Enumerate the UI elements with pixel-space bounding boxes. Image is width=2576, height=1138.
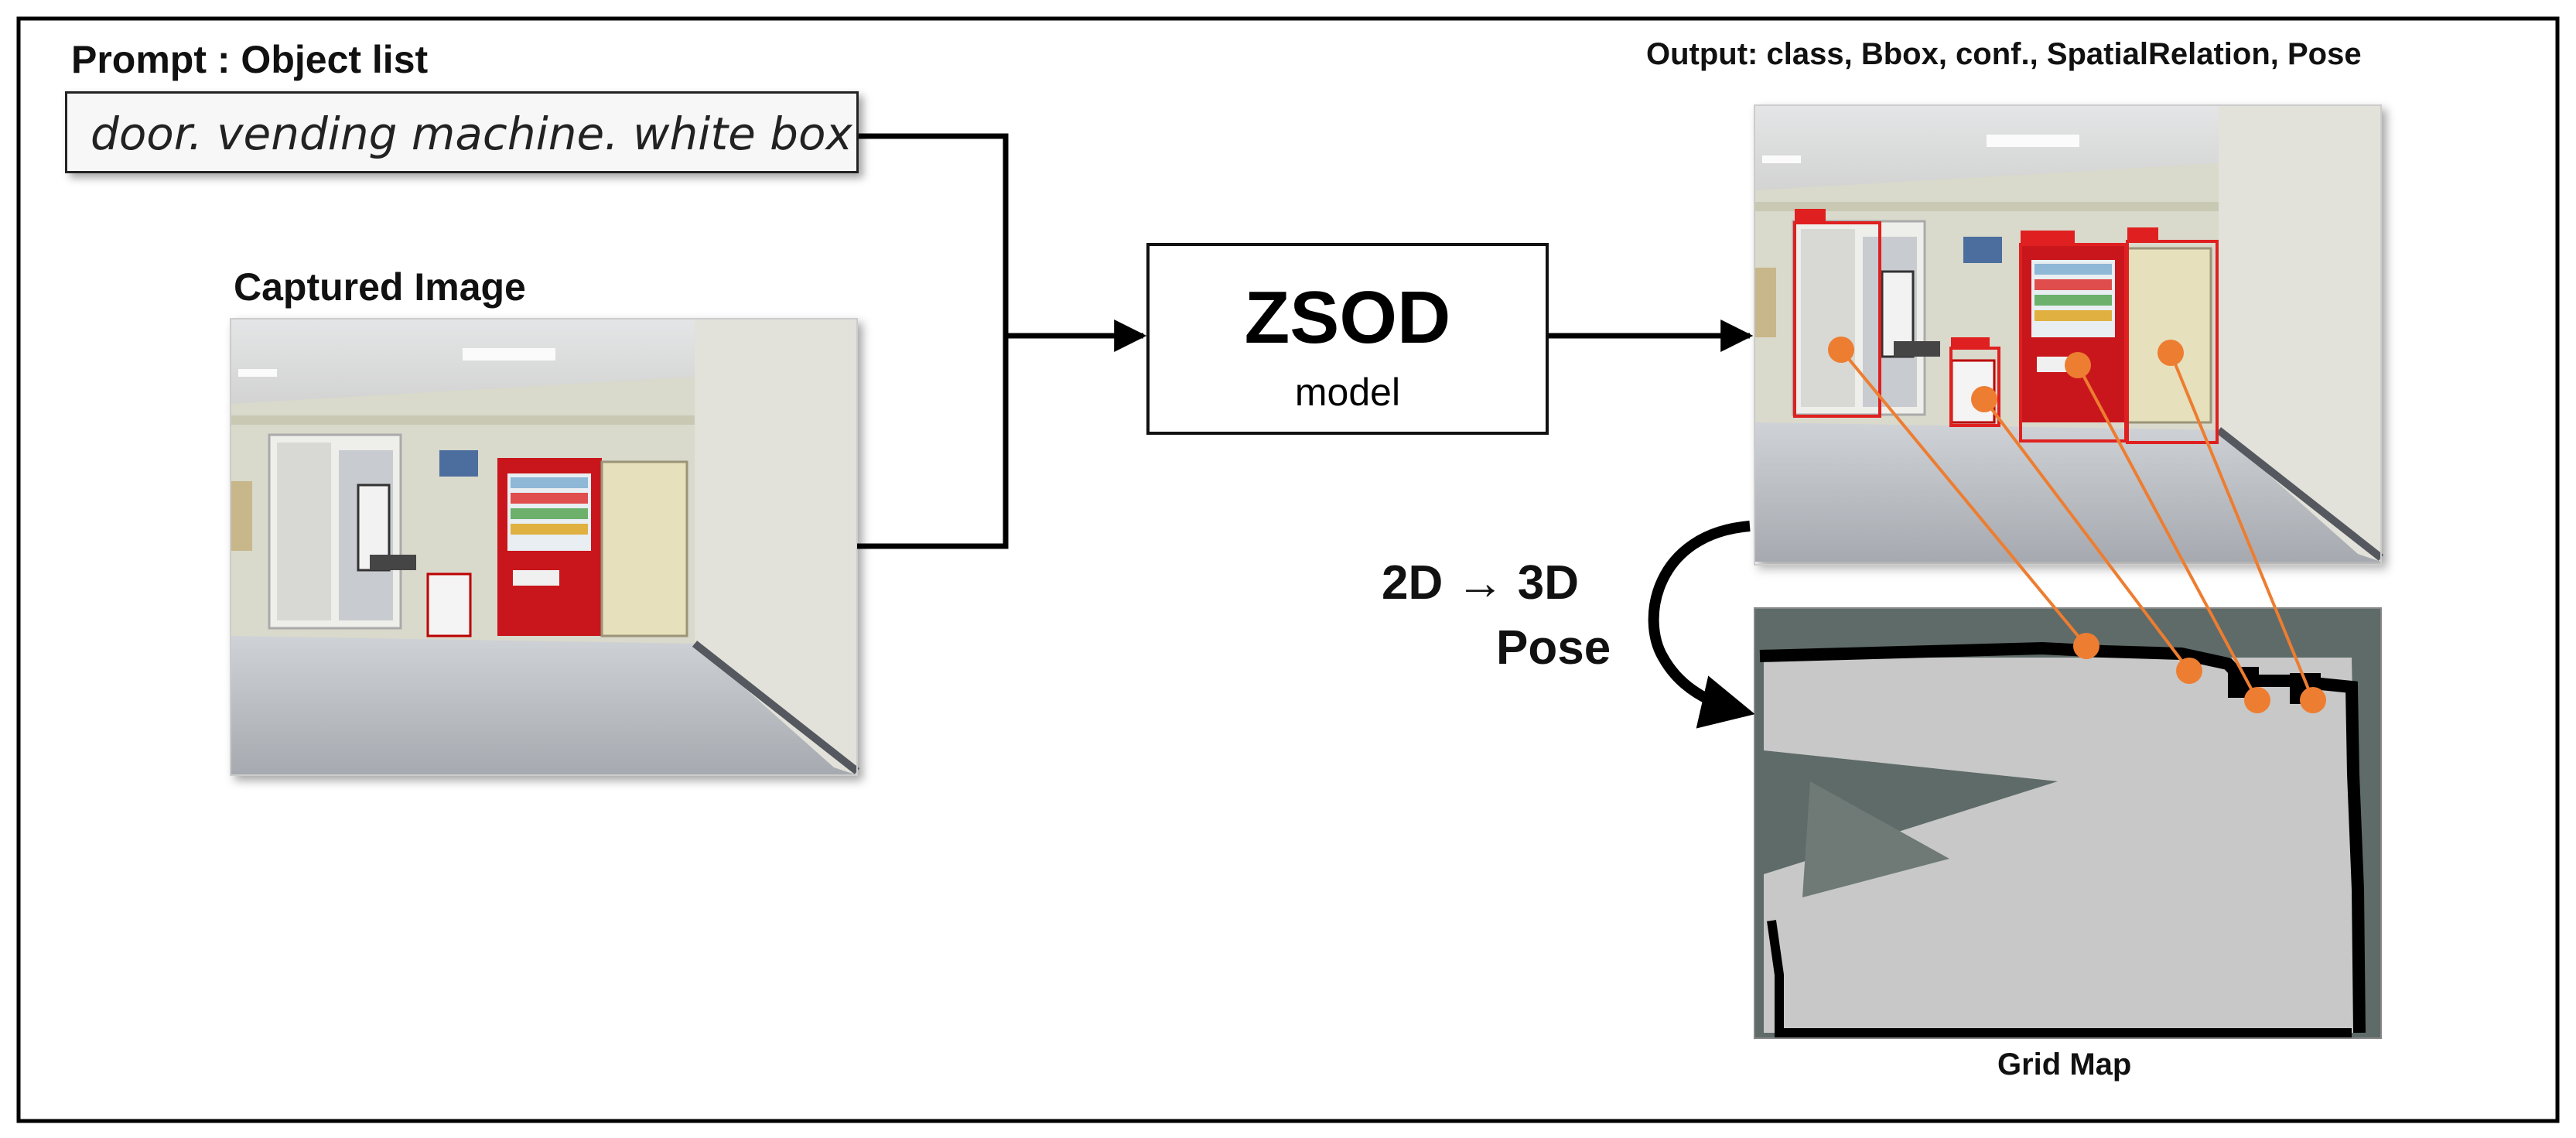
- model-title: ZSOD: [1244, 276, 1451, 359]
- detection-boxes: [1793, 221, 2219, 444]
- zsod-model-box: ZSOD model: [1146, 243, 1549, 435]
- captured-image-label: Captured Image: [234, 265, 526, 309]
- merge-connector: [857, 133, 1009, 549]
- bbox-door-left: [1793, 221, 1881, 418]
- output-annotated-image: [1754, 105, 2381, 566]
- orange-point: [1828, 337, 1854, 363]
- bbox-door-right: [2126, 240, 2219, 444]
- bbox-tag: [1795, 209, 1826, 221]
- orange-point: [2244, 687, 2270, 713]
- grid-map-label: Grid Map: [1997, 1047, 2132, 1082]
- orange-point: [2065, 352, 2091, 378]
- bbox-tag: [2021, 231, 2075, 243]
- model-subtitle: model: [1294, 371, 1401, 414]
- correspondence-line: [1983, 398, 2191, 672]
- bbox-tag: [1951, 337, 1990, 348]
- output-label: Output: class, Bbox, conf., SpatialRelat…: [1646, 37, 2362, 71]
- grid-map: [1754, 607, 2382, 1039]
- bbox-tag: [2127, 227, 2158, 240]
- detection-tags: [1795, 209, 2158, 348]
- correspondence-line: [1840, 348, 2088, 648]
- correspondence-lines: [1840, 348, 2315, 701]
- flow-connectors: [857, 133, 1754, 549]
- captured-image: [231, 319, 857, 775]
- object-points-map: [2073, 633, 2326, 713]
- conversion-label-line2: Pose: [1496, 621, 1611, 675]
- prompt-box: door. vending machine. white box: [65, 91, 859, 173]
- correspondence-line: [2076, 364, 2259, 701]
- orange-point: [1971, 386, 1997, 412]
- orange-point: [2157, 340, 2184, 366]
- object-points-image: [1828, 337, 2184, 412]
- orange-point: [2300, 687, 2326, 713]
- curved-arrow: [1648, 521, 1755, 729]
- orange-point: [2176, 658, 2202, 684]
- correspondence-line: [2169, 352, 2315, 701]
- conversion-label-line1: 2D → 3D: [1382, 556, 1579, 610]
- orange-point: [2073, 633, 2099, 659]
- prompt-text: door. vending machine. white box: [91, 108, 852, 160]
- prompt-label: Prompt : Object list: [71, 38, 429, 81]
